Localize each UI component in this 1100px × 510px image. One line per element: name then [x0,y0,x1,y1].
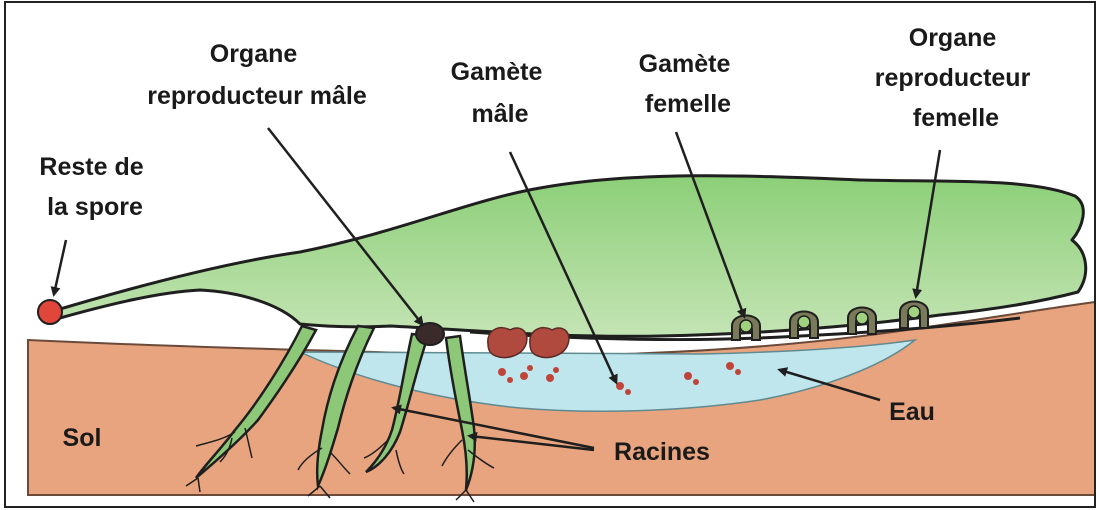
male-organ [416,323,444,345]
label-sol: Sol [63,424,102,452]
spore-remains [38,300,62,324]
female-gamete [740,320,752,332]
label-racines: Racines [614,438,710,466]
label-eau: Eau [889,398,935,426]
